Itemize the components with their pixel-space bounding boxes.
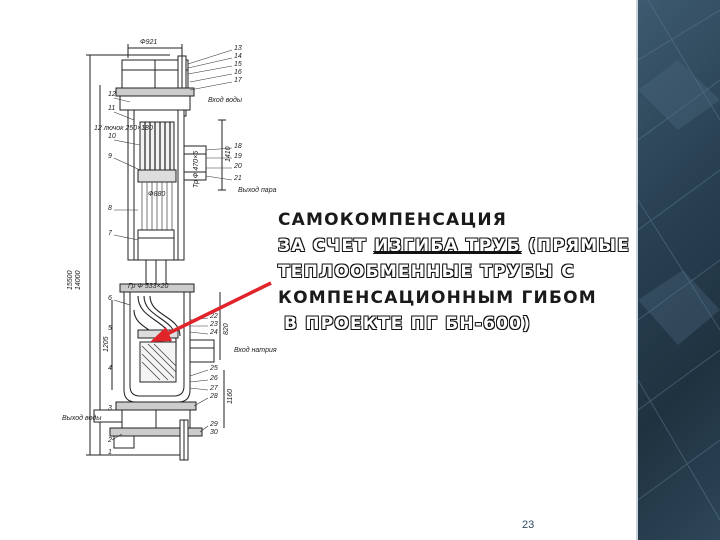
callout-left-1: 1 (108, 449, 112, 456)
label-sodium-inlet: Вход натрия (234, 346, 277, 354)
dim-top: Ф921 (140, 39, 157, 46)
callout-right-low-25: 25 (209, 365, 218, 372)
decorative-side-band (638, 0, 720, 540)
callout-left-5: 5 (108, 325, 112, 332)
callout-left-12: 12 (108, 91, 116, 98)
callout-left-8: 8 (108, 205, 112, 212)
dim-820: 820 (223, 323, 230, 335)
callout-right-top-13: 13 (234, 45, 242, 52)
title-line-3: ТЕПЛООБМЕННЫЕ ТРУБЫ С (278, 262, 575, 282)
title-line-1: САМОКОМПЕНСАЦИЯ (278, 210, 508, 230)
callout-left-4: 4 (108, 365, 112, 372)
callout-right-top-16: 16 (234, 69, 242, 76)
dim-1410: 1410 (225, 146, 232, 162)
callout-left-2: 2 (107, 437, 112, 444)
callout-right-low-29: 29 (209, 421, 218, 428)
callout-left-10: 10 (108, 133, 116, 140)
title-line-4: КОМПЕНСАЦИОННЫМ ГИБОМ (278, 288, 597, 308)
callout-right-low-23: 23 (209, 321, 218, 328)
slide-title: САМОКОМПЕНСАЦИЯ ЗА СЧЕТ ИЗГИБА ТРУБ (ПРЯ… (278, 207, 631, 337)
callout-right-top-15: 15 (234, 61, 242, 68)
dim-height-15500: 15500 (67, 270, 74, 290)
callout-right-top-14: 14 (234, 53, 242, 60)
dim-mid: Ф880 (148, 191, 165, 198)
steam-generator-drawing: Ф921 Ф880 Гр Ф 533×20 14000 15500 1410 1… (62, 39, 277, 461)
callout-left-6: 6 (108, 295, 112, 302)
dim-1205: 1205 (103, 336, 110, 352)
callout-left-7: 7 (108, 230, 113, 237)
callout-right-mid-19: 19 (234, 153, 242, 160)
title-line-2-part-1: ЗА СЧЕТ (278, 236, 375, 256)
callout-left-11: 11 (108, 105, 115, 112)
title-line-2: ЗА СЧЕТ ИЗГИБА ТРУБ (ПРЯМЫЕ (278, 233, 631, 259)
dim-lower: Гр Ф 533×20 (128, 283, 169, 290)
dim-height-14000: 14000 (75, 270, 82, 290)
callout-right-top-17: 17 (234, 77, 243, 84)
callout-right-mid-21: 21 (233, 175, 242, 182)
callout-right-low-22: 22 (209, 313, 218, 320)
label-water-inlet: Вход воды (208, 96, 243, 104)
title-line-2-part-3: (ПРЯМЫЕ (520, 236, 631, 256)
label-hatch: 12 лючок 250×180 (94, 125, 153, 132)
title-line-5: В ПРОЕКТЕ ПГ БН-600) (284, 314, 532, 334)
title-line-2-underlined: ИЗГИБА ТРУБ (374, 236, 521, 256)
callout-right-mid-20: 20 (233, 163, 242, 170)
page-number: 23 (522, 519, 535, 531)
callout-right-low-24: 24 (209, 329, 218, 336)
dim-1160: 1160 (227, 389, 234, 404)
callout-right-low-30: 30 (210, 429, 218, 436)
callout-left-3: 3 (108, 405, 112, 412)
label-steam-outlet: Выход пара (238, 186, 277, 194)
callout-left-9: 9 (108, 153, 112, 160)
band-edge (636, 0, 639, 540)
callout-right-low-28: 28 (209, 393, 218, 400)
label-tube: Тр Ф 470×5 (193, 151, 200, 188)
label-water-outlet: Выход воды (62, 414, 102, 422)
callout-right-mid-18: 18 (234, 143, 242, 150)
callout-right-low-27: 27 (209, 385, 219, 392)
callout-right-low-26: 26 (209, 375, 218, 382)
